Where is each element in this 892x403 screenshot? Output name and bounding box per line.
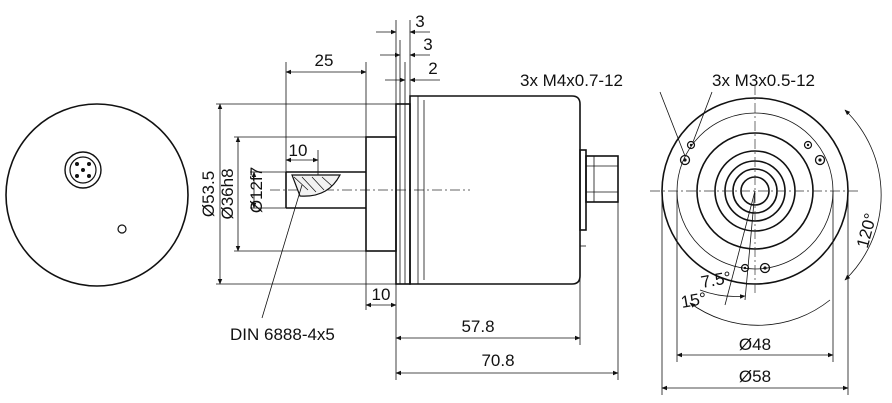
side-view <box>270 95 619 285</box>
dim-key-length-10: 10 <box>289 141 308 160</box>
dim-length-57-8: 57.8 <box>461 317 494 336</box>
cable-connector <box>585 155 619 203</box>
dim-diameter-53-5: Ø53.5 <box>199 171 218 217</box>
dim-top-3: 3 <box>415 12 424 31</box>
connector-icon <box>64 151 102 189</box>
rear-view <box>5 103 189 287</box>
shaft <box>285 171 366 209</box>
dim-flange-10: 10 <box>372 285 391 304</box>
dim-length-70-8: 70.8 <box>481 351 514 370</box>
dim-length-25: 25 <box>315 51 334 70</box>
rear-cap <box>579 149 587 231</box>
dim-diameter-58: Ø58 <box>739 367 771 386</box>
dim-diameter-12f7: Ø12f7 <box>247 167 266 213</box>
woodruff-key <box>291 174 341 197</box>
dim-diameter-48: Ø48 <box>739 335 771 354</box>
m3-threaded-holes <box>686 140 813 273</box>
spigot-hub <box>365 136 397 252</box>
dim-2: 2 <box>428 59 437 78</box>
note-thread-m3: 3x M3x0.5-12 <box>712 71 815 90</box>
dim-angle-120: 120° <box>853 211 880 250</box>
flange <box>395 103 411 285</box>
m4-leader <box>659 91 686 157</box>
note-thread-m4: 3x M4x0.7-12 <box>520 71 623 90</box>
dim-mid-3: 3 <box>423 35 432 54</box>
note-din-key: DIN 6888-4x5 <box>230 325 335 344</box>
dim-angle-7-5: 7.5° <box>699 268 732 292</box>
side-view-dimensions: Ø53.5 Ø36h8 Ø12f7 25 10 3 3 2 10 <box>199 12 619 380</box>
dim-angle-15: 15° <box>679 289 708 312</box>
front-view: 3x M4x0.7-12 3x M3x0.5-12 120° 7.5° 15° … <box>520 71 882 395</box>
dim-diameter-36h8: Ø36h8 <box>218 168 237 219</box>
m3-leader <box>692 91 713 143</box>
rear-housing-outline <box>5 103 189 287</box>
pressure-equalization-hole <box>117 224 127 234</box>
